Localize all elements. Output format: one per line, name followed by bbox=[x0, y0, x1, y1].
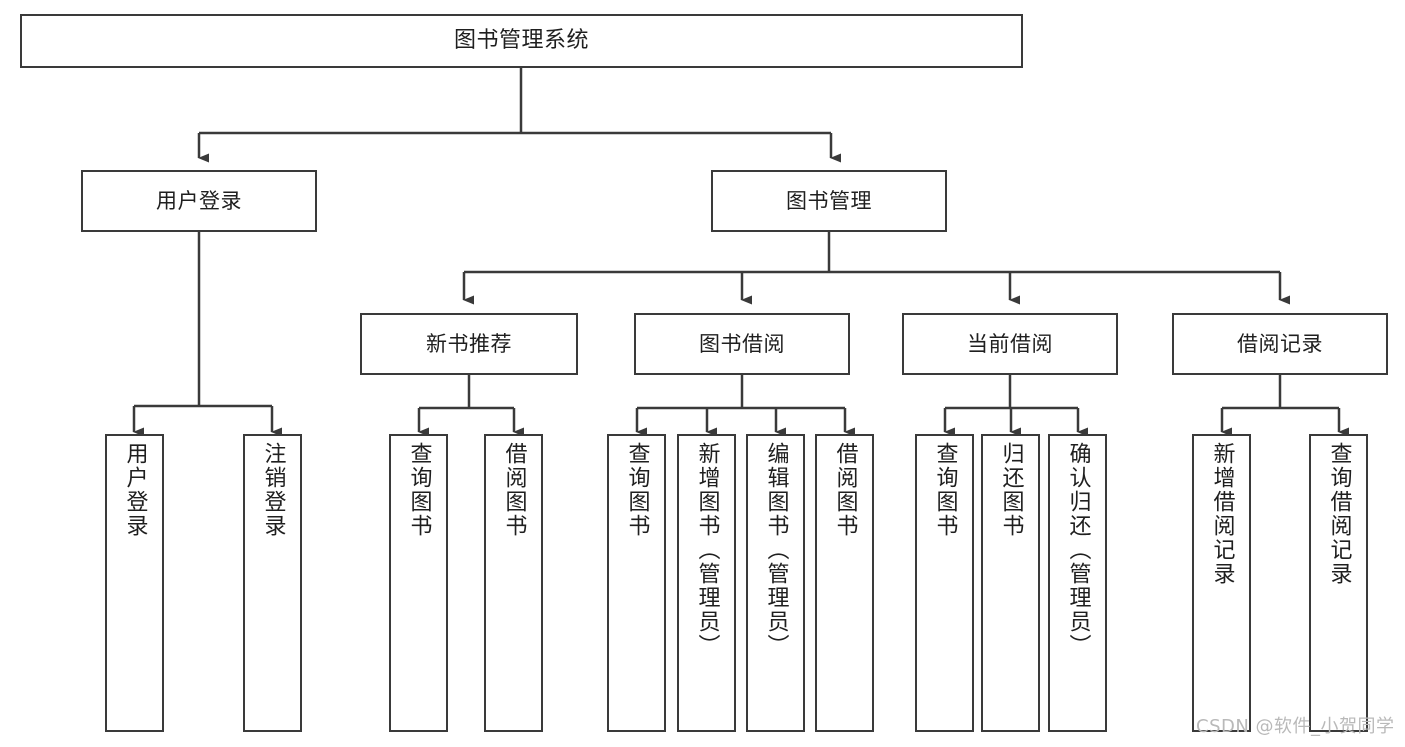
node-label: 当前借阅 bbox=[967, 331, 1053, 356]
node-label: 图书管理 bbox=[786, 188, 872, 213]
node-label: 借阅图书 bbox=[832, 442, 858, 538]
node-label: 编辑图书（管理员） bbox=[763, 442, 789, 658]
watermark-text: CSDN @软件_小贺同学 bbox=[1196, 716, 1395, 737]
node-current-borrow[interactable]: 当前借阅 bbox=[902, 313, 1118, 375]
node-leaf-edit-book[interactable]: 编辑图书（管理员） bbox=[746, 434, 805, 732]
node-leaf-borrow-book-recommend[interactable]: 借阅图书 bbox=[484, 434, 543, 732]
node-label: 用户登录 bbox=[156, 188, 242, 213]
node-leaf-user-logout[interactable]: 注销登录 bbox=[243, 434, 302, 732]
node-book-borrow[interactable]: 图书借阅 bbox=[634, 313, 850, 375]
node-leaf-user-login[interactable]: 用户登录 bbox=[105, 434, 164, 732]
node-leaf-confirm-return[interactable]: 确认归还（管理员） bbox=[1048, 434, 1107, 732]
node-label: 查询借阅记录 bbox=[1326, 442, 1352, 586]
node-label: 查询图书 bbox=[624, 442, 650, 538]
node-user-login[interactable]: 用户登录 bbox=[81, 170, 317, 232]
node-label: 图书借阅 bbox=[699, 331, 785, 356]
node-label: 查询图书 bbox=[406, 442, 432, 538]
node-borrow-record[interactable]: 借阅记录 bbox=[1172, 313, 1388, 375]
node-book-management-system[interactable]: 图书管理系统 bbox=[20, 14, 1023, 68]
node-label: 用户登录 bbox=[122, 442, 148, 538]
node-label: 查询图书 bbox=[932, 442, 958, 538]
node-label: 图书管理系统 bbox=[453, 28, 589, 54]
node-label: 新增图书（管理员） bbox=[694, 442, 720, 658]
node-new-book-recommend[interactable]: 新书推荐 bbox=[360, 313, 578, 375]
node-label: 新增借阅记录 bbox=[1209, 442, 1235, 586]
node-label: 借阅图书 bbox=[501, 442, 527, 538]
node-leaf-query-book-current[interactable]: 查询图书 bbox=[915, 434, 974, 732]
node-leaf-query-book-recommend[interactable]: 查询图书 bbox=[389, 434, 448, 732]
node-leaf-query-book-borrow[interactable]: 查询图书 bbox=[607, 434, 666, 732]
node-label: 确认归还（管理员） bbox=[1065, 442, 1091, 658]
node-leaf-return-book[interactable]: 归还图书 bbox=[981, 434, 1040, 732]
node-label: 借阅记录 bbox=[1237, 331, 1323, 356]
node-label: 归还图书 bbox=[998, 442, 1024, 538]
node-label: 注销登录 bbox=[260, 442, 286, 538]
node-leaf-add-borrow-record[interactable]: 新增借阅记录 bbox=[1192, 434, 1251, 732]
node-label: 新书推荐 bbox=[426, 331, 512, 356]
node-leaf-borrow-book[interactable]: 借阅图书 bbox=[815, 434, 874, 732]
node-leaf-query-borrow-record[interactable]: 查询借阅记录 bbox=[1309, 434, 1368, 732]
node-leaf-add-book[interactable]: 新增图书（管理员） bbox=[677, 434, 736, 732]
node-book-management[interactable]: 图书管理 bbox=[711, 170, 947, 232]
